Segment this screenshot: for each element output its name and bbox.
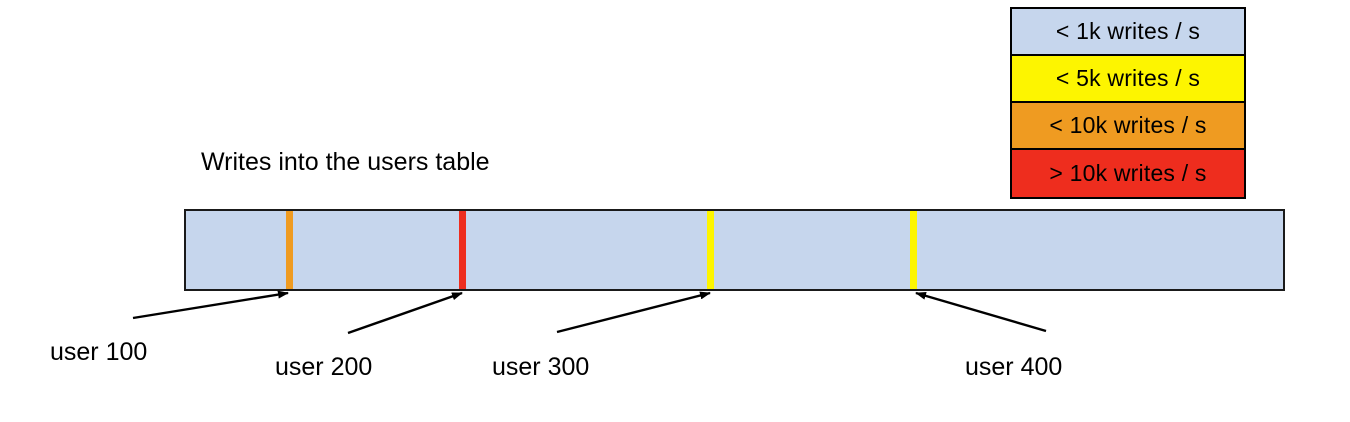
- user-100-arrow: [132, 290, 289, 320]
- chart-title: Writes into the users table: [201, 148, 490, 176]
- legend: < 1k writes / s < 5k writes / s < 10k wr…: [1010, 7, 1246, 199]
- user-400-arrow: [915, 291, 1047, 333]
- legend-label: < 10k writes / s: [1049, 112, 1207, 138]
- legend-row-over-10k: > 10k writes / s: [1012, 150, 1244, 197]
- user-400-stripe: [910, 211, 917, 289]
- user-300-arrow: [556, 291, 711, 334]
- legend-label: > 10k writes / s: [1049, 160, 1207, 186]
- legend-row-under-10k: < 10k writes / s: [1012, 103, 1244, 150]
- legend-label: < 5k writes / s: [1055, 65, 1201, 91]
- legend-row-under-1k: < 1k writes / s: [1012, 9, 1244, 56]
- callout-label-user-200: user 200: [275, 353, 373, 381]
- legend-row-under-5k: < 5k writes / s: [1012, 56, 1244, 103]
- user-200-arrow: [347, 291, 463, 335]
- user-200-stripe: [459, 211, 466, 289]
- users-table-bar: [184, 209, 1285, 291]
- user-300-stripe: [707, 211, 714, 289]
- callout-label-user-300: user 300: [492, 353, 590, 381]
- callout-label-user-100: user 100: [50, 338, 148, 366]
- legend-label: < 1k writes / s: [1055, 18, 1201, 44]
- user-100-stripe: [286, 211, 293, 289]
- callout-label-user-400: user 400: [965, 353, 1063, 381]
